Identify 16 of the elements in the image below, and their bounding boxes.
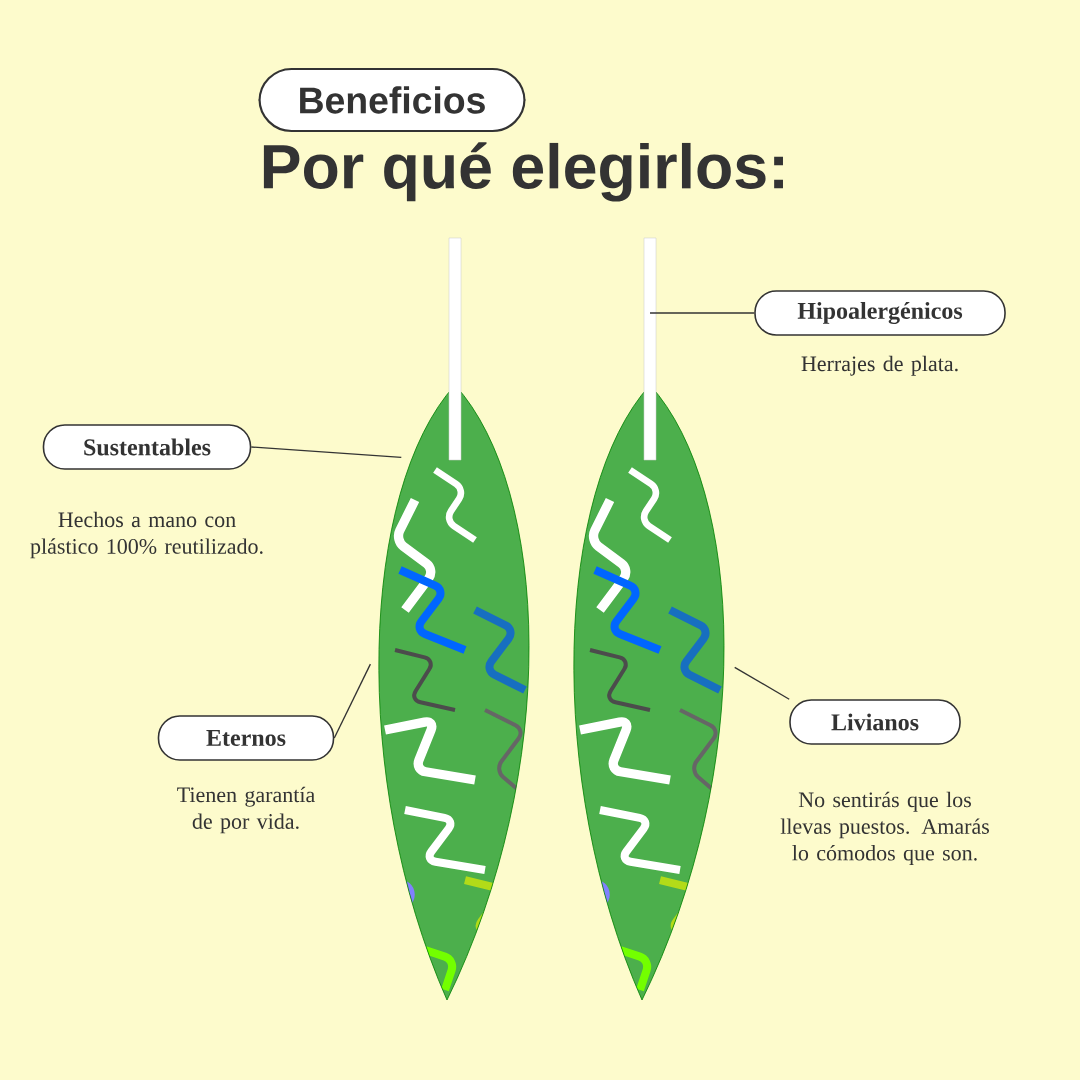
leader-line	[250, 446, 402, 459]
leader-line	[333, 663, 372, 739]
leader-line	[734, 666, 790, 700]
label-pill: Livianos	[789, 699, 961, 745]
leader-line	[649, 312, 755, 314]
heading: Por qué elegirlos:	[263, 142, 783, 202]
earring-drawing	[573, 237, 725, 1001]
description-text: Tienen garantía de por vida.	[177, 786, 315, 834]
description-text: No sentirás que los llevas puestos. Amarás lo cómodos que son.	[780, 791, 989, 866]
description-text: Hechos a mano con plástico 100% reutilizado.	[30, 511, 263, 559]
label-pill: Eternos	[157, 715, 335, 761]
label-pill: Beneficios	[258, 67, 526, 133]
label-pill: Hipoalergénicos	[754, 290, 1006, 336]
label-pill: Sustentables	[42, 424, 252, 470]
description-text: Herrajes de plata.	[801, 355, 958, 376]
earring-drawing	[378, 237, 530, 1001]
